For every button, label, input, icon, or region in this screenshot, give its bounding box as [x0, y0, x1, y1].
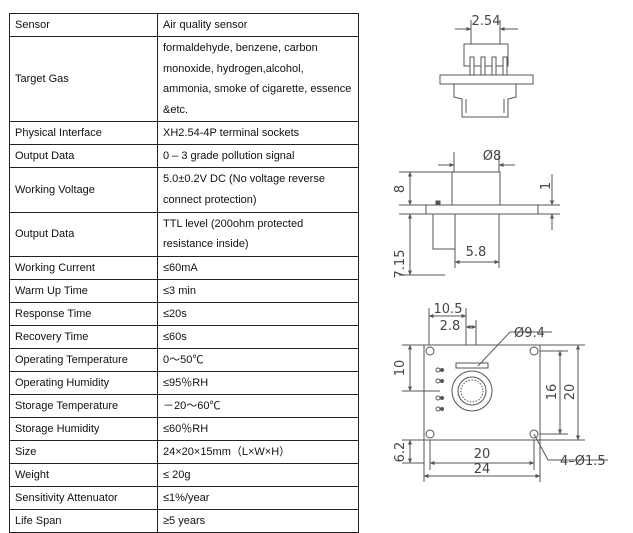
- row-value: ≤20s: [157, 301, 359, 326]
- row-value: 0～50℃: [157, 347, 359, 372]
- front-view: [439, 20, 534, 118]
- row-value: ≤60mA: [157, 255, 359, 280]
- table-row: Working Current≤60mA: [9, 255, 359, 280]
- side-view: [399, 152, 560, 276]
- row-label: Life Span: [9, 508, 158, 533]
- dim-sensor-diameter: Ø9.4: [514, 326, 545, 341]
- dim-pin-length: 7.15: [393, 250, 408, 279]
- table-row: Life Span≥5 years: [9, 508, 359, 533]
- row-label: Storage Temperature: [9, 393, 158, 418]
- row-value: ≤1%/year: [157, 485, 359, 510]
- dim-width-24: 24: [474, 462, 491, 477]
- row-label: Working Current: [9, 255, 158, 280]
- row-label: Response Time: [9, 301, 158, 326]
- row-value: ≤95％RH: [157, 370, 359, 395]
- table-row: Recovery Time≤60s: [9, 324, 359, 349]
- table-row: Warm Up Time≤3 min: [9, 278, 359, 303]
- row-label: Target Gas: [9, 35, 158, 123]
- row-value: ≤ 20g: [157, 462, 359, 487]
- table-row: Response Time≤20s: [9, 301, 359, 326]
- dim-width-2-8: 2.8: [440, 319, 461, 334]
- dim-height-16: 16: [545, 384, 560, 401]
- row-label: Output Data: [9, 144, 158, 169]
- top-view: [402, 308, 608, 482]
- table-row: Storage Temperature－20～60℃: [9, 393, 359, 418]
- table-row: Weight≤ 20g: [9, 462, 359, 487]
- row-value: formaldehyde, benzene, carbon monoxide, …: [157, 35, 359, 123]
- row-value: －20～60℃: [157, 393, 359, 418]
- row-value: ≤3 min: [157, 278, 359, 303]
- row-value: ≤60s: [157, 324, 359, 349]
- row-label: Operating Temperature: [9, 347, 158, 372]
- row-label: Recovery Time: [9, 324, 158, 349]
- row-value: XH2.54-4P terminal sockets: [157, 121, 359, 146]
- dim-height-10: 10: [393, 360, 408, 377]
- row-value: ≤60％RH: [157, 416, 359, 441]
- row-label: Storage Humidity: [9, 416, 158, 441]
- row-label: Working Voltage: [9, 167, 158, 213]
- row-label: Sensitivity Attenuator: [9, 485, 158, 510]
- row-label: Operating Humidity: [9, 370, 158, 395]
- row-value: 24×20×15mm（L×W×H）: [157, 439, 359, 464]
- row-label: Warm Up Time: [9, 278, 158, 303]
- dim-pitch: 2.54: [472, 14, 501, 29]
- dim-mounting-holes: 4–Ø1.5: [560, 454, 606, 469]
- row-value: Air quality sensor: [157, 13, 359, 37]
- dim-width-10-5: 10.5: [434, 302, 463, 317]
- mechanical-drawing: 2.54 Ø8 8 1 7.15 5.8: [393, 14, 608, 482]
- row-value: TTL level (200ohm protected resistance i…: [157, 211, 359, 257]
- dim-offset-6-2: 6.2: [393, 442, 408, 463]
- row-label: Sensor: [9, 13, 158, 37]
- dim-thickness-1: 1: [539, 182, 554, 190]
- dim-diameter-8: Ø8: [483, 149, 502, 164]
- row-label: Weight: [9, 462, 158, 487]
- dim-height-8: 8: [393, 185, 408, 193]
- table-row: Sensitivity Attenuator≤1%/year: [9, 485, 359, 510]
- dim-height-20: 20: [563, 384, 578, 401]
- row-value: 0 – 3 grade pollution signal: [157, 144, 359, 169]
- dim-offset-5-8: 5.8: [466, 245, 487, 260]
- table-row: Storage Humidity≤60％RH: [9, 416, 359, 441]
- table-row: Operating Humidity≤95％RH: [9, 370, 359, 395]
- row-value: ≥5 years: [157, 508, 359, 533]
- row-label: Output Data: [9, 211, 158, 257]
- dim-width-20: 20: [474, 447, 491, 462]
- row-value: 5.0±0.2V DC (No voltage reverse connect …: [157, 167, 359, 213]
- row-label: Physical Interface: [9, 121, 158, 146]
- row-label: Size: [9, 439, 158, 464]
